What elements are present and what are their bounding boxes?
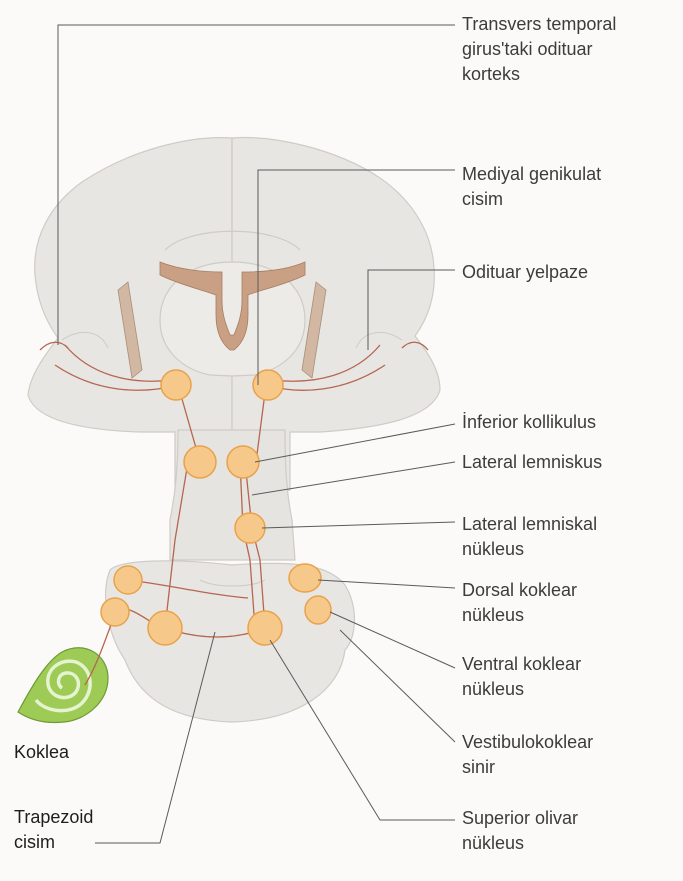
right-superior-olivary-nucleus-node — [248, 611, 282, 645]
label-trapezoid-body: Trapezoid cisim — [14, 805, 93, 855]
lateral-lemniscal-nucleus-node — [235, 513, 265, 543]
right-dorsal-cochlear-nucleus-node — [289, 564, 321, 592]
label-dorsal-cochlear-nucleus: Dorsal koklear nükleus — [462, 578, 577, 628]
cochlea-spiral — [18, 648, 108, 723]
left-superior-olivary-nucleus-node — [148, 611, 182, 645]
brain-section — [28, 138, 440, 722]
label-cochlea: Koklea — [14, 740, 69, 765]
leader-vestibulocochlear-nerve — [340, 630, 455, 742]
label-ventral-cochlear-nucleus: Ventral koklear nükleus — [462, 652, 581, 702]
label-auditory-cortex: Transvers temporal girus'taki odituar ko… — [462, 12, 616, 87]
left-inferior-colliculus-nucleus — [184, 446, 216, 478]
left-dorsal-cochlear-nucleus-node — [114, 566, 142, 594]
left-ventral-cochlear-nucleus-node — [101, 598, 129, 626]
label-vestibulocochlear-nerve: Vestibulokoklear sinir — [462, 730, 593, 780]
label-superior-olivary-nucleus: Superior olivar nükleus — [462, 806, 578, 856]
label-medial-geniculate: Mediyal genikulat cisim — [462, 162, 601, 212]
label-auditory-radiation: Odituar yelpaze — [462, 260, 588, 285]
right-inferior-colliculus-nucleus — [227, 446, 259, 478]
label-lateral-lemniscus: Lateral lemniskus — [462, 450, 602, 475]
left-medial-geniculate-nucleus — [161, 370, 191, 400]
label-inferior-colliculus: İnferior kollikulus — [462, 410, 596, 435]
label-lateral-lemniscal-nucleus: Lateral lemniskal nükleus — [462, 512, 597, 562]
right-ventral-cochlear-nucleus-node — [305, 596, 331, 624]
